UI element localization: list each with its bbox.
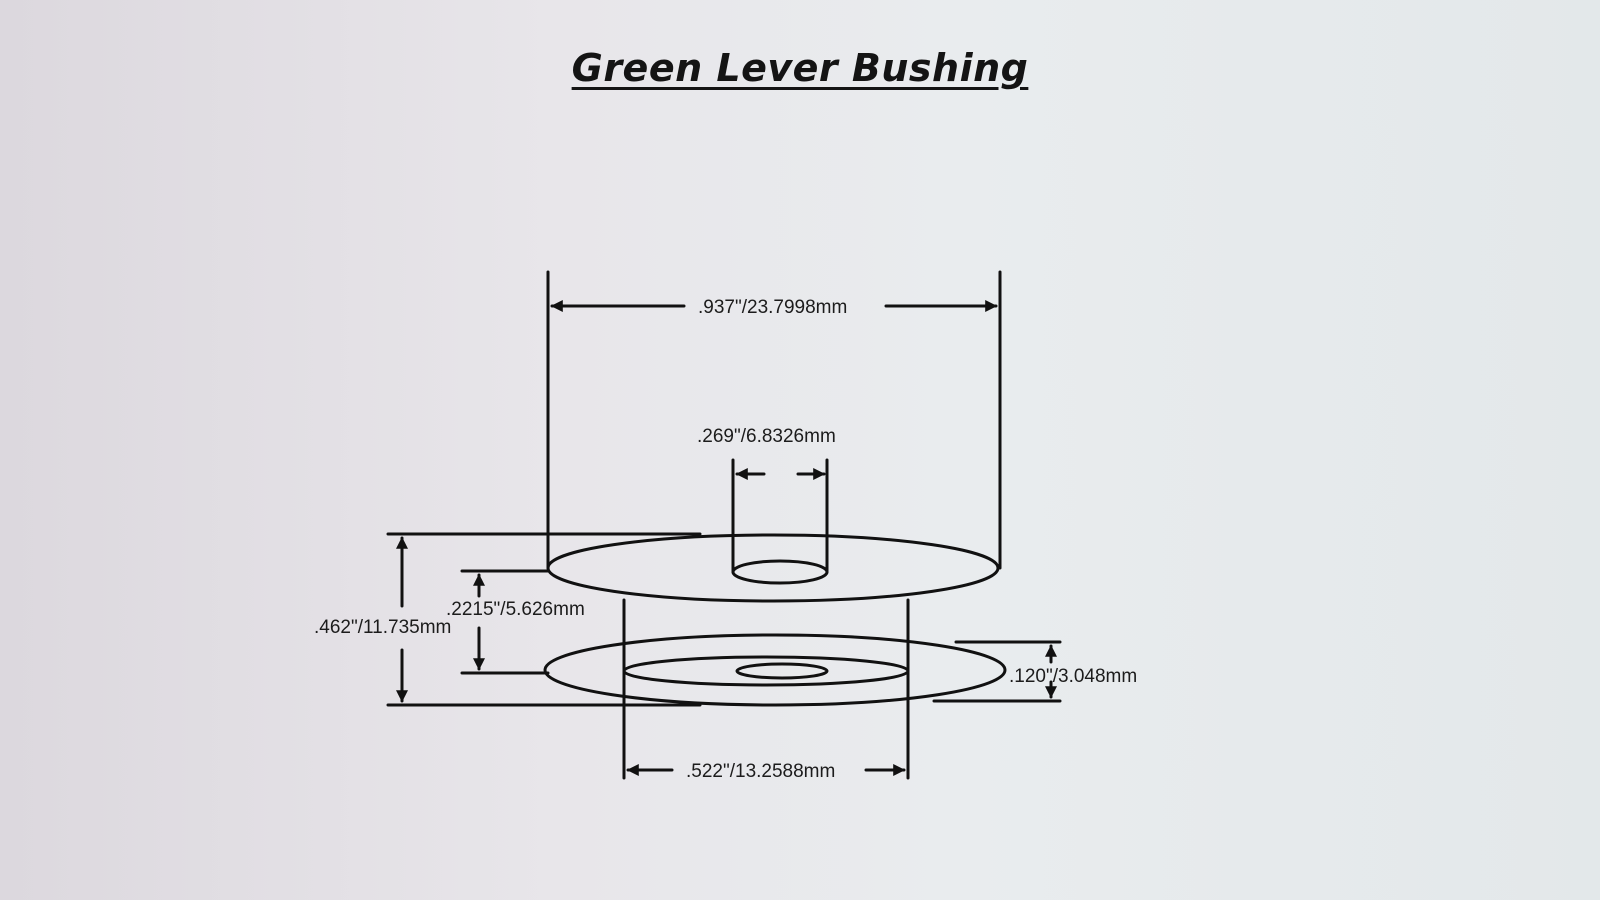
body-diameter-label: .522"/13.2588mm <box>686 761 835 782</box>
top-flange-outline <box>546 533 1000 603</box>
flange-thickness-label: .120"/3.048mm <box>1009 666 1137 687</box>
body-bottom-outline <box>622 655 910 687</box>
body-height-label: .2215"/5.626mm <box>446 599 585 620</box>
top-bore-outline <box>731 559 829 585</box>
overall-diameter-label: .937"/23.7998mm <box>698 297 847 318</box>
overall-height-label: .462"/11.735mm <box>314 617 451 638</box>
bottom-bore-outline <box>735 662 829 680</box>
drawing-title: Green Lever Bushing <box>571 46 1029 90</box>
bottom-flange-outline <box>543 633 1007 707</box>
bore-diameter-label: .269"/6.8326mm <box>697 426 836 447</box>
